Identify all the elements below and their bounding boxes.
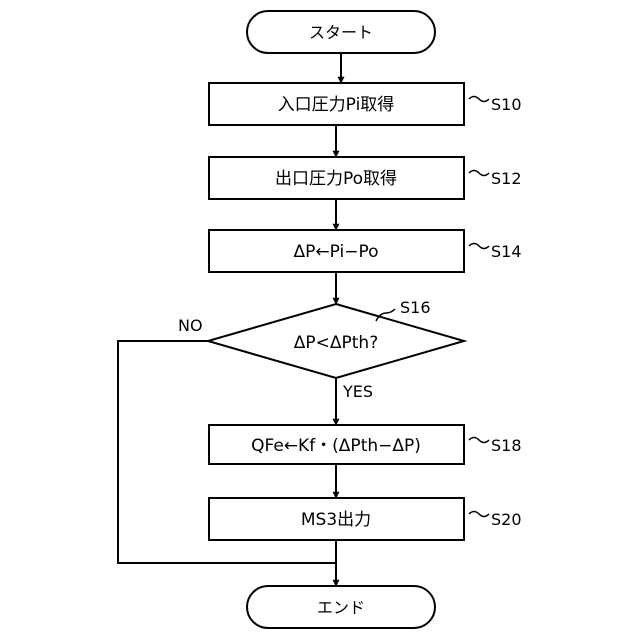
step-id-s16: S16 (400, 298, 431, 317)
step-s14-text: ΔP←Pi−Po (293, 242, 378, 262)
step-s14: ΔP←Pi−Po (209, 230, 464, 272)
step-id-s12: S12 (491, 169, 522, 188)
yes-label: YES (342, 382, 373, 401)
start-terminal: スタート (247, 11, 435, 53)
step-s10: 入口圧力Pi取得 (209, 83, 464, 125)
tilde-s10 (469, 97, 489, 102)
end-label: エンド (317, 598, 365, 617)
tilde-s20 (469, 512, 489, 517)
tilde-s12 (469, 171, 489, 176)
step-id-s10: S10 (491, 95, 522, 114)
step-id-s18: S18 (491, 436, 522, 455)
step-id-s14: S14 (491, 242, 522, 261)
step-s12: 出口圧力Po取得 (209, 157, 464, 199)
tilde-s18 (469, 438, 489, 443)
step-s18-text: QFe←Kf・(ΔPth−ΔP) (251, 436, 421, 456)
step-s20-text: MS3出力 (301, 510, 371, 530)
step-s12-text: 出口圧力Po取得 (275, 169, 397, 189)
step-s18: QFe←Kf・(ΔPth−ΔP) (209, 425, 464, 464)
step-id-s20: S20 (491, 510, 522, 529)
start-label: スタート (309, 23, 373, 42)
decision-s16-text: ΔP<ΔPth? (294, 333, 378, 353)
no-label: NO (178, 316, 203, 335)
tilde-s14 (469, 244, 489, 249)
step-s10-text: 入口圧力Pi取得 (278, 95, 395, 115)
step-s20: MS3出力 (209, 498, 464, 540)
end-terminal: エンド (247, 586, 435, 628)
